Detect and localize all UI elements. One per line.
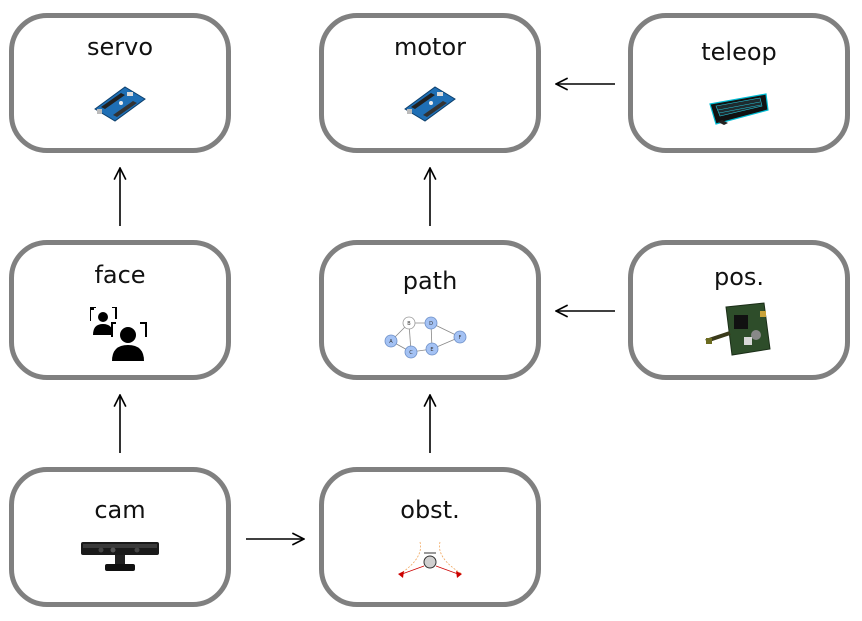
graph-node-label: D <box>429 321 433 327</box>
obstacle-diagram-icon <box>398 541 463 578</box>
graph-node-label: A <box>389 339 393 345</box>
circuit-board-icon <box>705 302 771 356</box>
graph-network-icon: A B C D E F <box>384 316 467 359</box>
arduino-board-icon <box>404 86 456 122</box>
node-label: pos. <box>713 263 765 291</box>
graph-node-label: F <box>459 335 462 341</box>
face-detection-icon <box>90 307 147 361</box>
kinect-camera-icon <box>81 542 159 571</box>
node-cam: cam <box>9 467 231 607</box>
node-label: face <box>94 261 146 289</box>
node-label: servo <box>86 33 154 61</box>
graph-node-label: C <box>409 350 413 356</box>
node-label: obst. <box>400 496 460 524</box>
node-servo: servo <box>9 13 231 153</box>
node-label: cam <box>94 496 146 524</box>
graph-node-label: E <box>430 347 433 353</box>
node-label: motor <box>393 33 467 61</box>
node-path: path A B C D E F <box>319 240 541 380</box>
keyboard-icon <box>709 93 769 125</box>
graph-node-label: B <box>407 321 411 327</box>
node-obst: obst. <box>319 467 541 607</box>
arduino-board-icon <box>94 86 146 122</box>
node-label: teleop <box>701 38 777 66</box>
node-motor: motor <box>319 13 541 153</box>
node-pos: pos. <box>628 240 850 380</box>
node-face: face <box>9 240 231 380</box>
node-teleop: teleop <box>628 13 850 153</box>
node-label: path <box>402 267 458 295</box>
